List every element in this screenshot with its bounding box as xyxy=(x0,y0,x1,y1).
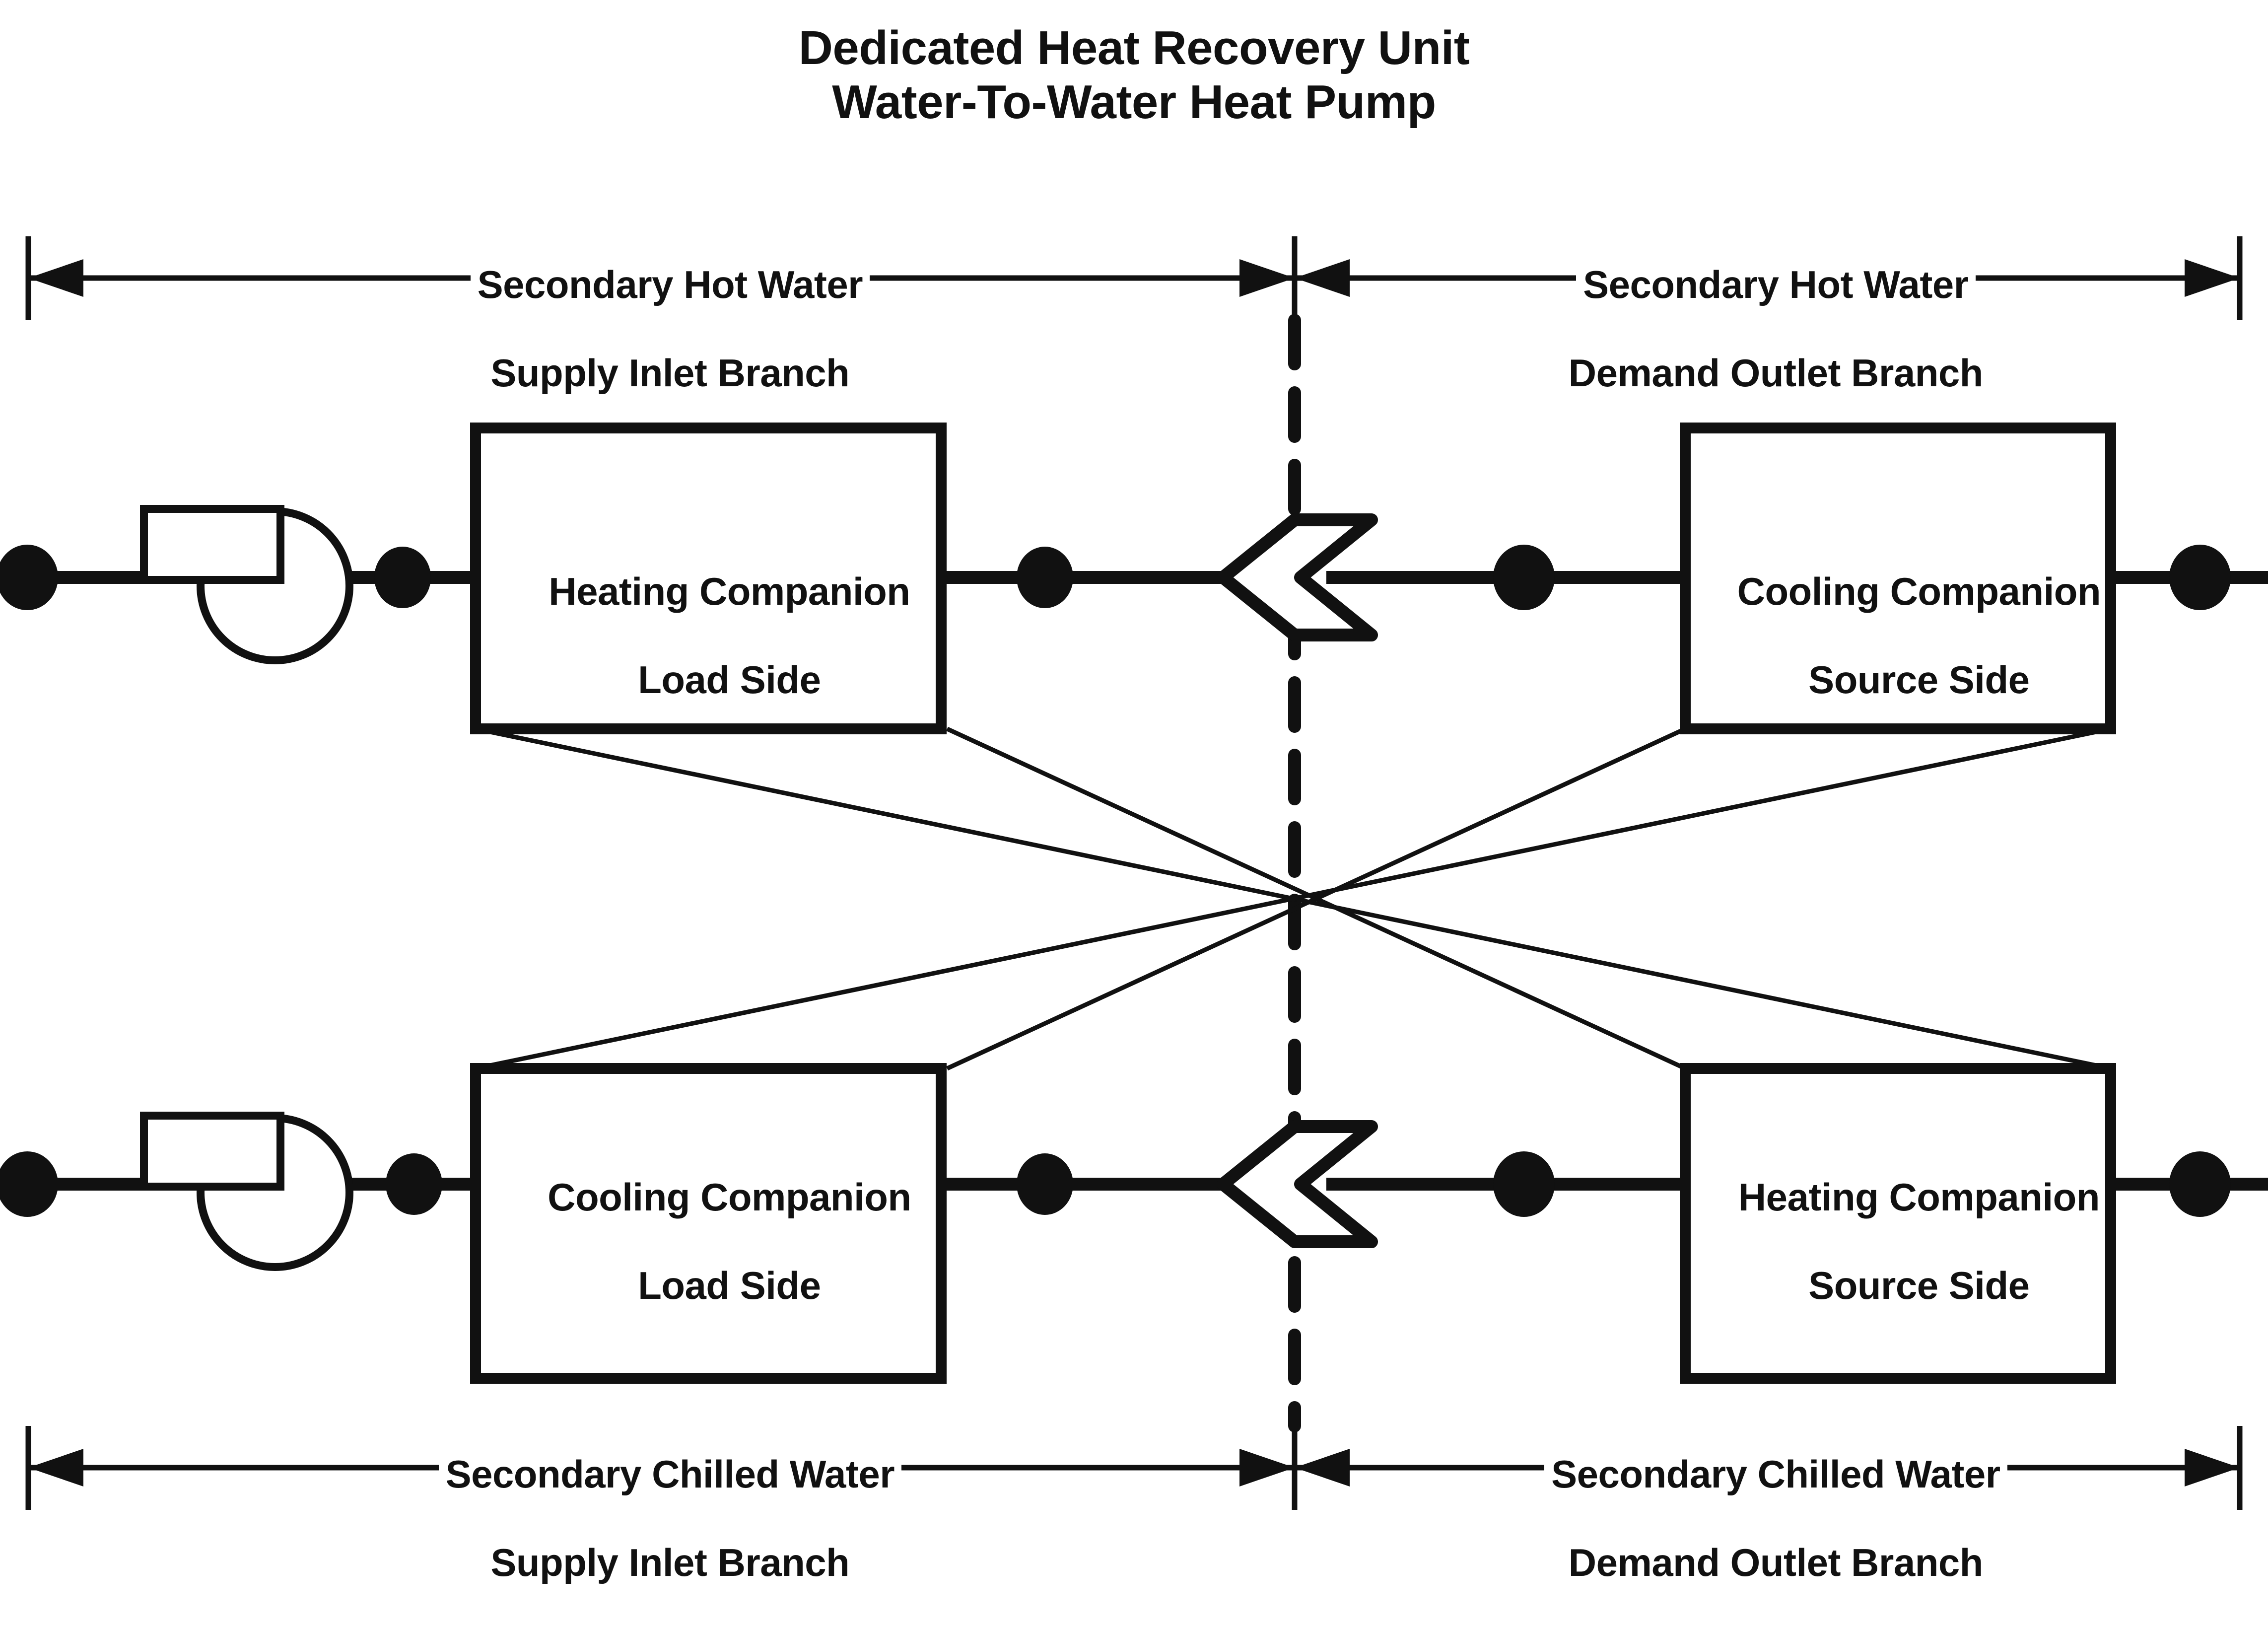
connection-node-icon xyxy=(1493,545,1555,610)
component-label-top-left-line-2: Load Side xyxy=(638,657,821,702)
dimension-label-bottom-right-line-1: Secondary Chilled Water xyxy=(1544,1452,2007,1496)
connection-node-icon xyxy=(386,1153,442,1215)
pump-icon xyxy=(140,1112,353,1271)
component-box-top-right xyxy=(1680,423,2116,734)
connection-node-icon xyxy=(1017,1153,1073,1215)
connection-node-icon xyxy=(0,545,58,610)
component-box-top-left xyxy=(470,423,947,734)
flow-arrow-left-icon xyxy=(1217,1120,1378,1248)
flow-arrow-left-icon xyxy=(1217,513,1378,641)
component-label-top-right: Cooling Companion Source Side xyxy=(1685,525,2111,746)
dimension-label-bottom-right-line-2: Demand Outlet Branch xyxy=(1568,1540,1984,1584)
pump-icon xyxy=(140,505,353,664)
connection-node-icon xyxy=(1493,1151,1555,1217)
component-label-top-right-line-1: Cooling Companion xyxy=(1737,569,2101,613)
component-label-top-left: Heating Companion Load Side xyxy=(476,525,941,746)
dimension-label-bottom-right: Secondary Chilled Water Demand Outlet Br… xyxy=(1385,1408,2125,1629)
dimension-label-top-right-line-1: Secondary Hot Water xyxy=(1576,262,1976,306)
connection-node-icon xyxy=(374,547,431,608)
page-title-line-1: Dedicated Heat Recovery Unit xyxy=(798,21,1470,74)
connection-node-icon xyxy=(0,1151,58,1217)
dimension-label-bottom-left-line-2: Supply Inlet Branch xyxy=(490,1540,850,1584)
diagram-vector-layer xyxy=(0,236,2268,1510)
dimension-label-top-left-line-2: Supply Inlet Branch xyxy=(490,351,850,395)
component-label-bottom-left-line-1: Cooling Companion xyxy=(548,1175,911,1219)
component-label-bottom-right-line-2: Source Side xyxy=(1808,1263,2030,1307)
dimension-label-bottom-left-line-1: Secondary Chilled Water xyxy=(438,1452,902,1496)
component-box-bottom-left xyxy=(470,1063,947,1384)
component-label-bottom-right-line-1: Heating Companion xyxy=(1738,1175,2100,1219)
connection-node-icon xyxy=(1017,547,1073,608)
dimension-label-top-right-line-2: Demand Outlet Branch xyxy=(1568,351,1984,395)
component-label-bottom-left: Cooling Companion Load Side xyxy=(476,1131,941,1352)
connection-node-icon xyxy=(2169,545,2231,610)
dimension-label-bottom-left: Secondary Chilled Water Supply Inlet Bra… xyxy=(268,1408,1030,1629)
connection-node-icon xyxy=(2169,1151,2231,1217)
dimension-label-top-left-line-1: Secondary Hot Water xyxy=(470,262,870,306)
dimension-label-top-right: Secondary Hot Water Demand Outlet Branch xyxy=(1385,218,2125,439)
component-label-top-left-line-1: Heating Companion xyxy=(549,569,910,613)
refrigerant-crossover-lines xyxy=(475,726,2111,1071)
component-box-bottom-right xyxy=(1680,1063,2116,1384)
component-label-bottom-left-line-2: Load Side xyxy=(638,1263,821,1307)
dimension-label-top-left: Secondary Hot Water Supply Inlet Branch xyxy=(268,218,1030,439)
page-title-line-2: Water-To-Water Heat Pump xyxy=(832,75,1436,129)
component-label-bottom-right: Heating Companion Source Side xyxy=(1685,1131,2111,1352)
component-label-top-right-line-2: Source Side xyxy=(1808,657,2030,702)
